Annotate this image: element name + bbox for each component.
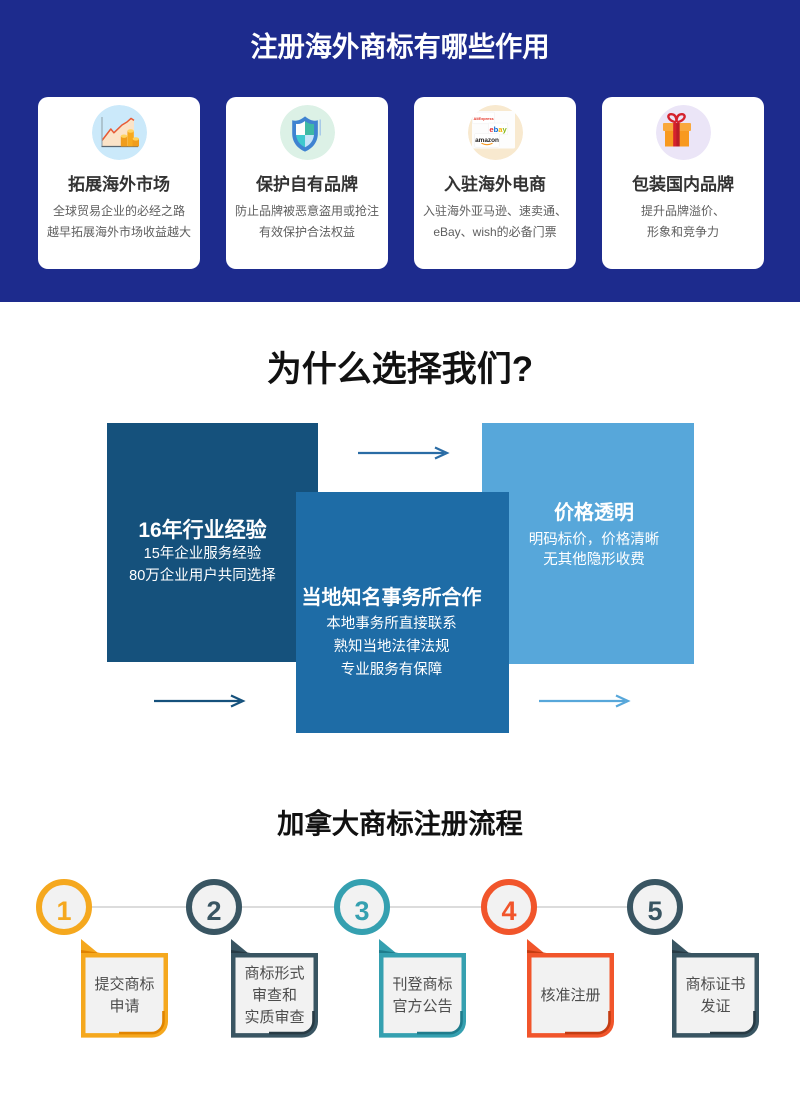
svg-text:ebay: ebay [489, 125, 507, 134]
svg-text:AliExpress: AliExpress [473, 116, 493, 121]
svg-text:amazon: amazon [475, 137, 499, 144]
